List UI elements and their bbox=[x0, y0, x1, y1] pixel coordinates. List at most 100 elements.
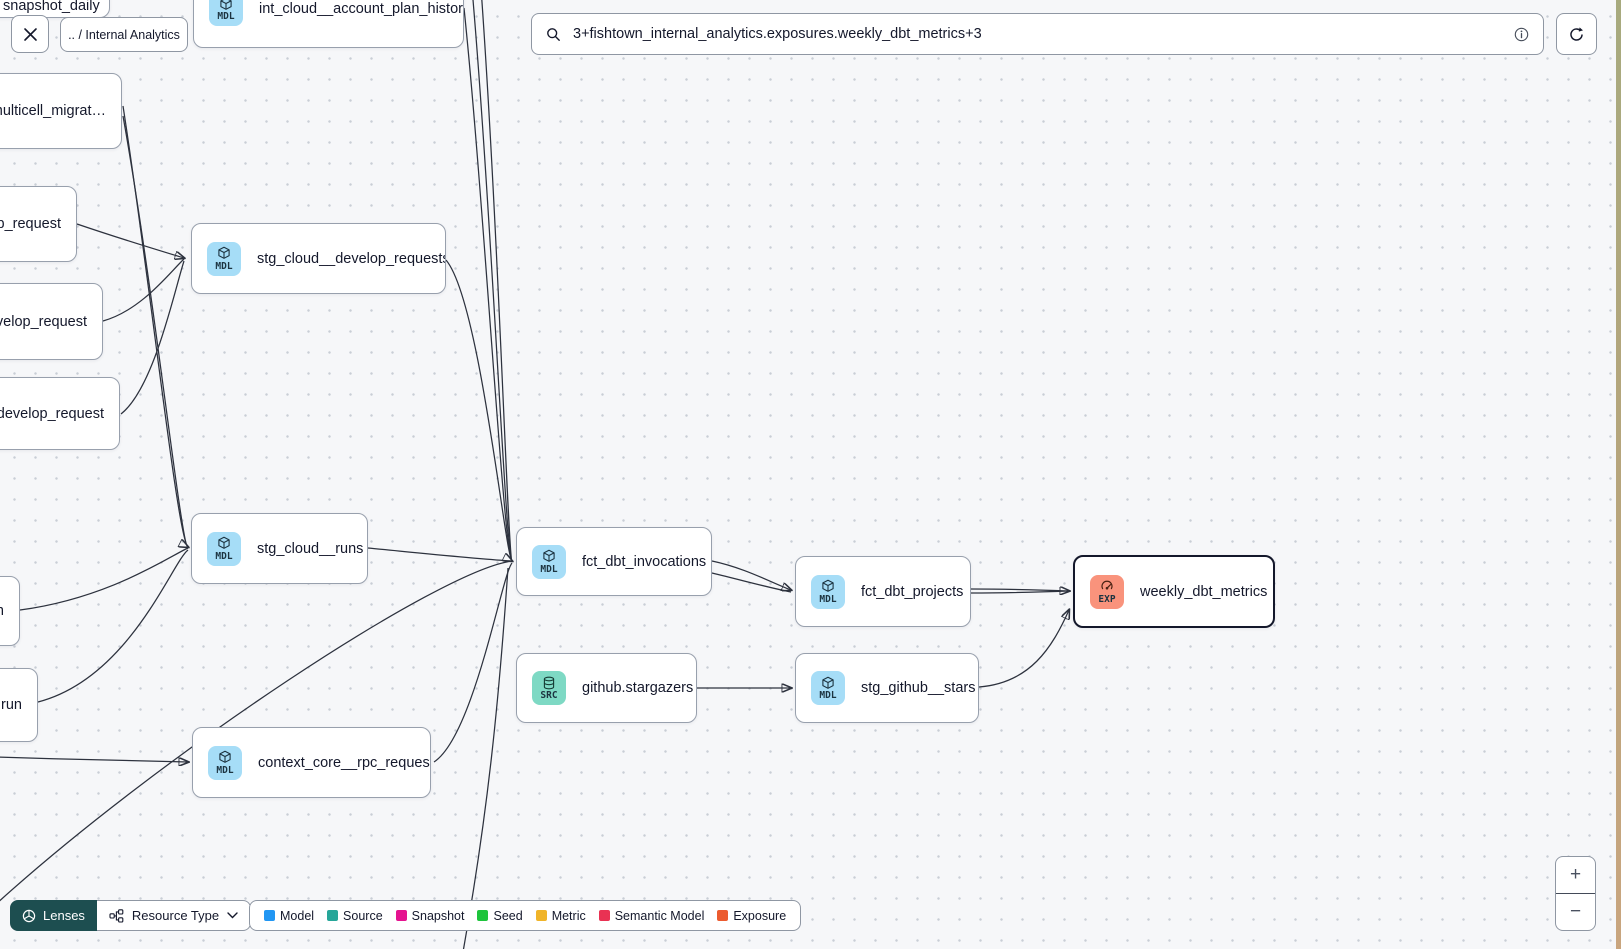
cube-icon bbox=[822, 579, 834, 592]
graph-node-fct-dbt-invocations[interactable]: MDL fct_dbt_invocations bbox=[516, 527, 712, 596]
badge-label: MDL bbox=[217, 11, 235, 22]
cube-icon bbox=[220, 0, 232, 10]
breadcrumb-label: .. / Internal Analytics bbox=[68, 27, 180, 42]
legend-label: Source bbox=[343, 908, 383, 923]
legend-item-source: Source bbox=[327, 909, 383, 923]
badge-label: MDL bbox=[216, 764, 234, 776]
graph-node-stg-github-stars[interactable]: MDL stg_github__stars bbox=[795, 653, 979, 723]
node-label: stg_cloud__develop_requests bbox=[257, 250, 446, 267]
search-bar[interactable] bbox=[531, 13, 1544, 55]
node-label: snapshot_daily bbox=[3, 0, 100, 14]
lenses-label: Lenses bbox=[43, 908, 85, 923]
lineage-edge bbox=[367, 547, 513, 562]
legend-label: Metric bbox=[551, 908, 586, 923]
zoom-in-button[interactable]: + bbox=[1556, 857, 1595, 894]
model-badge: MDL bbox=[811, 574, 845, 609]
hierarchy-icon bbox=[109, 908, 124, 923]
refresh-icon bbox=[1570, 26, 1583, 41]
gauge-icon bbox=[1101, 580, 1113, 590]
lineage-edge bbox=[433, 562, 513, 763]
badge-label: MDL bbox=[819, 593, 837, 605]
resource-type-dropdown[interactable]: Resource Type bbox=[96, 900, 252, 931]
lineage-edge bbox=[711, 560, 791, 590]
legend-item-seed: Seed bbox=[477, 908, 523, 923]
lineage-edge bbox=[19, 547, 189, 611]
legend-swatch bbox=[327, 910, 339, 921]
breadcrumb[interactable]: .. / Internal Analytics bbox=[60, 17, 188, 52]
search-icon bbox=[547, 27, 560, 41]
legend-label: Snapshot bbox=[411, 908, 465, 923]
badge-label: MDL bbox=[540, 563, 558, 575]
lineage-edge bbox=[462, 567, 509, 949]
node-label: p_request bbox=[0, 216, 61, 232]
graph-node-stg-cloud-runs[interactable]: MDL stg_cloud__runs bbox=[191, 513, 368, 584]
lineage-edge bbox=[472, 0, 513, 562]
node-label: weekly_dbt_metrics bbox=[1140, 583, 1268, 600]
graph-node-velop-request[interactable]: velop_request bbox=[0, 283, 103, 360]
chevron-down-icon bbox=[227, 912, 238, 919]
cube-icon bbox=[218, 246, 230, 259]
lineage-edge bbox=[711, 572, 792, 593]
legend-swatch bbox=[264, 910, 275, 921]
info-icon[interactable] bbox=[1514, 27, 1529, 42]
node-label: .run bbox=[0, 697, 22, 713]
aperture-icon bbox=[22, 909, 36, 922]
lineage-edge bbox=[970, 590, 1070, 594]
zoom-out-label: − bbox=[1569, 901, 1582, 922]
resource-type-label: Resource Type bbox=[131, 908, 220, 923]
graph-node-multicell-migrat[interactable]: multicell_migrat… bbox=[0, 73, 122, 149]
legend-swatch bbox=[477, 910, 489, 921]
graph-node-stg-cloud-develop-requests[interactable]: MDL stg_cloud__develop_requests bbox=[191, 223, 446, 294]
resource-type-legend: Model Source Snapshot Seed Metric Semantic Mo… bbox=[249, 900, 802, 931]
model-badge: MDL bbox=[532, 544, 566, 579]
graph-node-snapshot-daily[interactable]: snapshot_daily bbox=[0, 0, 110, 18]
node-label: context_core__rpc_request bbox=[258, 754, 431, 771]
zoom-controls: + − bbox=[1555, 856, 1596, 931]
node-label: .develop_request bbox=[0, 405, 104, 422]
close-icon bbox=[23, 27, 37, 41]
node-label: stg_github__stars bbox=[861, 680, 976, 696]
legend-item-snapshot: Snapshot bbox=[395, 908, 465, 923]
refresh-button[interactable] bbox=[1556, 13, 1597, 55]
lenses-button[interactable]: Lenses bbox=[10, 900, 97, 931]
cube-icon bbox=[822, 676, 834, 689]
lineage-edge bbox=[978, 610, 1069, 688]
graph-node-n[interactable]: n bbox=[0, 576, 20, 646]
graph-node-run[interactable]: .run bbox=[0, 668, 38, 742]
cube-icon bbox=[218, 536, 230, 549]
lenses-toolbar: Lenses Resource Type bbox=[10, 900, 252, 931]
search-input[interactable] bbox=[571, 25, 1504, 43]
model-badge: MDL bbox=[209, 0, 243, 26]
lineage-edge bbox=[76, 223, 184, 258]
lineage-edge bbox=[120, 260, 185, 415]
model-badge: MDL bbox=[811, 671, 845, 705]
lineage-edge bbox=[37, 549, 189, 703]
source-badge: SRC bbox=[532, 671, 566, 705]
legend-item-metric: Metric bbox=[535, 908, 586, 923]
cube-icon bbox=[219, 750, 231, 763]
legend-label: Seed bbox=[493, 908, 523, 923]
node-label: multicell_migrat… bbox=[0, 103, 106, 119]
graph-node-p-request[interactable]: p_request bbox=[0, 186, 77, 262]
graph-node-develop-request[interactable]: .develop_request bbox=[0, 377, 120, 450]
node-label: stg_cloud__runs bbox=[257, 540, 364, 557]
badge-label: MDL bbox=[215, 260, 233, 272]
close-button[interactable] bbox=[11, 15, 49, 53]
lineage-edge bbox=[481, 0, 513, 562]
database-icon bbox=[543, 676, 555, 689]
zoom-out-button[interactable]: − bbox=[1556, 894, 1595, 930]
legend-item-semantic-model: Semantic Model bbox=[598, 909, 704, 923]
node-label: fct_dbt_invocations bbox=[582, 553, 707, 570]
lineage-edge bbox=[463, 7, 512, 561]
graph-node-context-core-rpc-request[interactable]: MDL context_core__rpc_request bbox=[192, 727, 431, 798]
badge-label: MDL bbox=[819, 690, 837, 701]
legend-item-model: Model bbox=[264, 909, 314, 923]
model-badge: MDL bbox=[207, 531, 241, 566]
node-label: velop_request bbox=[0, 313, 87, 330]
